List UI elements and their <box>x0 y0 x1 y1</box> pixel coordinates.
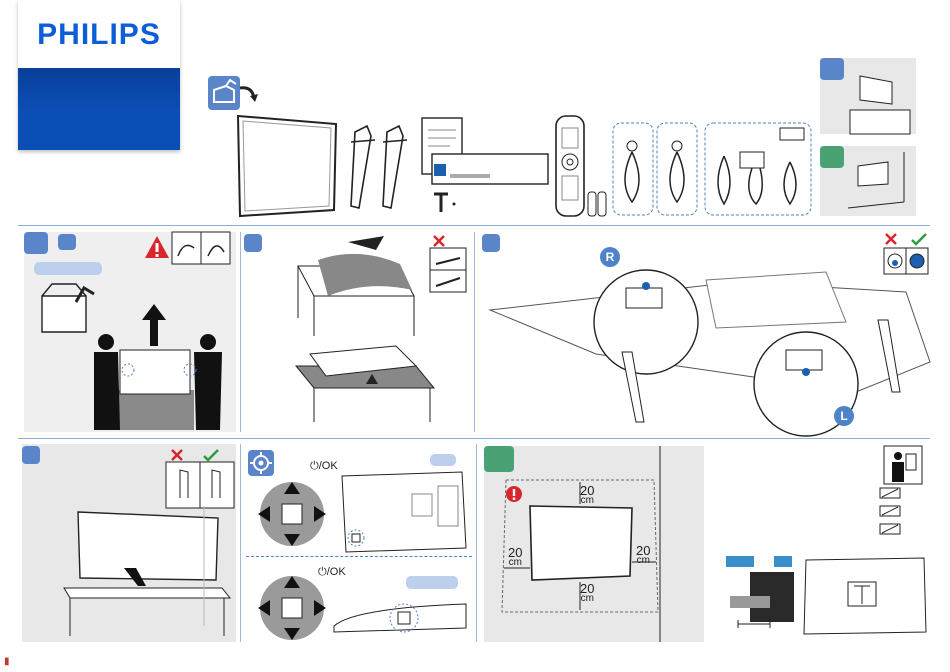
label-pill <box>34 262 102 275</box>
logo-dark-band <box>18 68 180 114</box>
documents-and-screw-drawing <box>420 116 550 218</box>
warning-triangle-icon <box>144 234 170 260</box>
step-badge-green <box>820 146 844 168</box>
power-cables-drawing <box>612 122 700 216</box>
step-badge-green <box>484 446 514 472</box>
remote-and-batteries-drawing <box>550 114 610 218</box>
left-foot-label: L <box>834 406 854 426</box>
tv-on-table-thumbnail <box>846 70 916 134</box>
label-pill <box>406 576 458 589</box>
adapter-cables-drawing <box>704 122 814 216</box>
screw-depth-drawing <box>724 568 800 634</box>
col-divider <box>474 232 475 432</box>
bracket-types-icons <box>880 488 902 538</box>
tv-bottom-joystick-location <box>334 598 466 638</box>
tv-back-joystick-location <box>342 472 466 552</box>
vesa-pattern-drawing <box>804 556 926 636</box>
screw-orientation-icon <box>882 232 930 276</box>
step-badge <box>820 58 844 80</box>
two-people-lifting-tv-drawing <box>90 330 230 430</box>
dashed-divider <box>246 556 472 558</box>
joystick-directions-drawing <box>254 480 330 546</box>
joystick-settings-icon <box>248 450 274 476</box>
tv-on-table-drawing <box>54 506 234 636</box>
row-divider-2 <box>18 438 930 439</box>
step-badge <box>22 446 40 464</box>
label-tag <box>726 556 754 567</box>
logo-blue-band <box>18 114 180 150</box>
tv-panel-drawing <box>236 112 340 218</box>
step-sub-badge <box>58 234 76 250</box>
brand-wordmark: PHILIPS <box>18 18 180 52</box>
step-badge <box>244 234 262 252</box>
cloth-on-table-drawing <box>288 236 418 336</box>
cross-mark-icon <box>430 234 468 294</box>
step-badge <box>24 232 48 254</box>
position-check-icon <box>166 448 238 508</box>
tv-on-wall-thumbnail <box>848 152 916 214</box>
row-divider-1 <box>18 225 930 226</box>
shipping-box-drawing <box>36 280 100 334</box>
joystick-directions-drawing-bottom <box>254 574 330 640</box>
stand-feet-drawing <box>345 120 415 216</box>
right-foot-label: R <box>600 247 620 267</box>
brand-logo-card: PHILIPS <box>18 0 180 150</box>
col-divider <box>240 444 241 642</box>
tv-face-down-on-table-drawing <box>296 336 436 422</box>
label-pill <box>430 454 456 466</box>
handle-with-care-icon <box>172 232 230 264</box>
power-ok-label: ⏻/OK <box>310 460 338 473</box>
col-divider <box>476 444 477 642</box>
pdf-file-icon: ▮ <box>4 656 10 667</box>
open-box-icon <box>208 76 258 112</box>
step-badge <box>482 234 500 252</box>
col-divider <box>240 232 241 432</box>
label-tag <box>774 556 792 567</box>
person-wall-icon <box>884 446 924 486</box>
tv-back-with-stand-drawing <box>486 262 936 432</box>
